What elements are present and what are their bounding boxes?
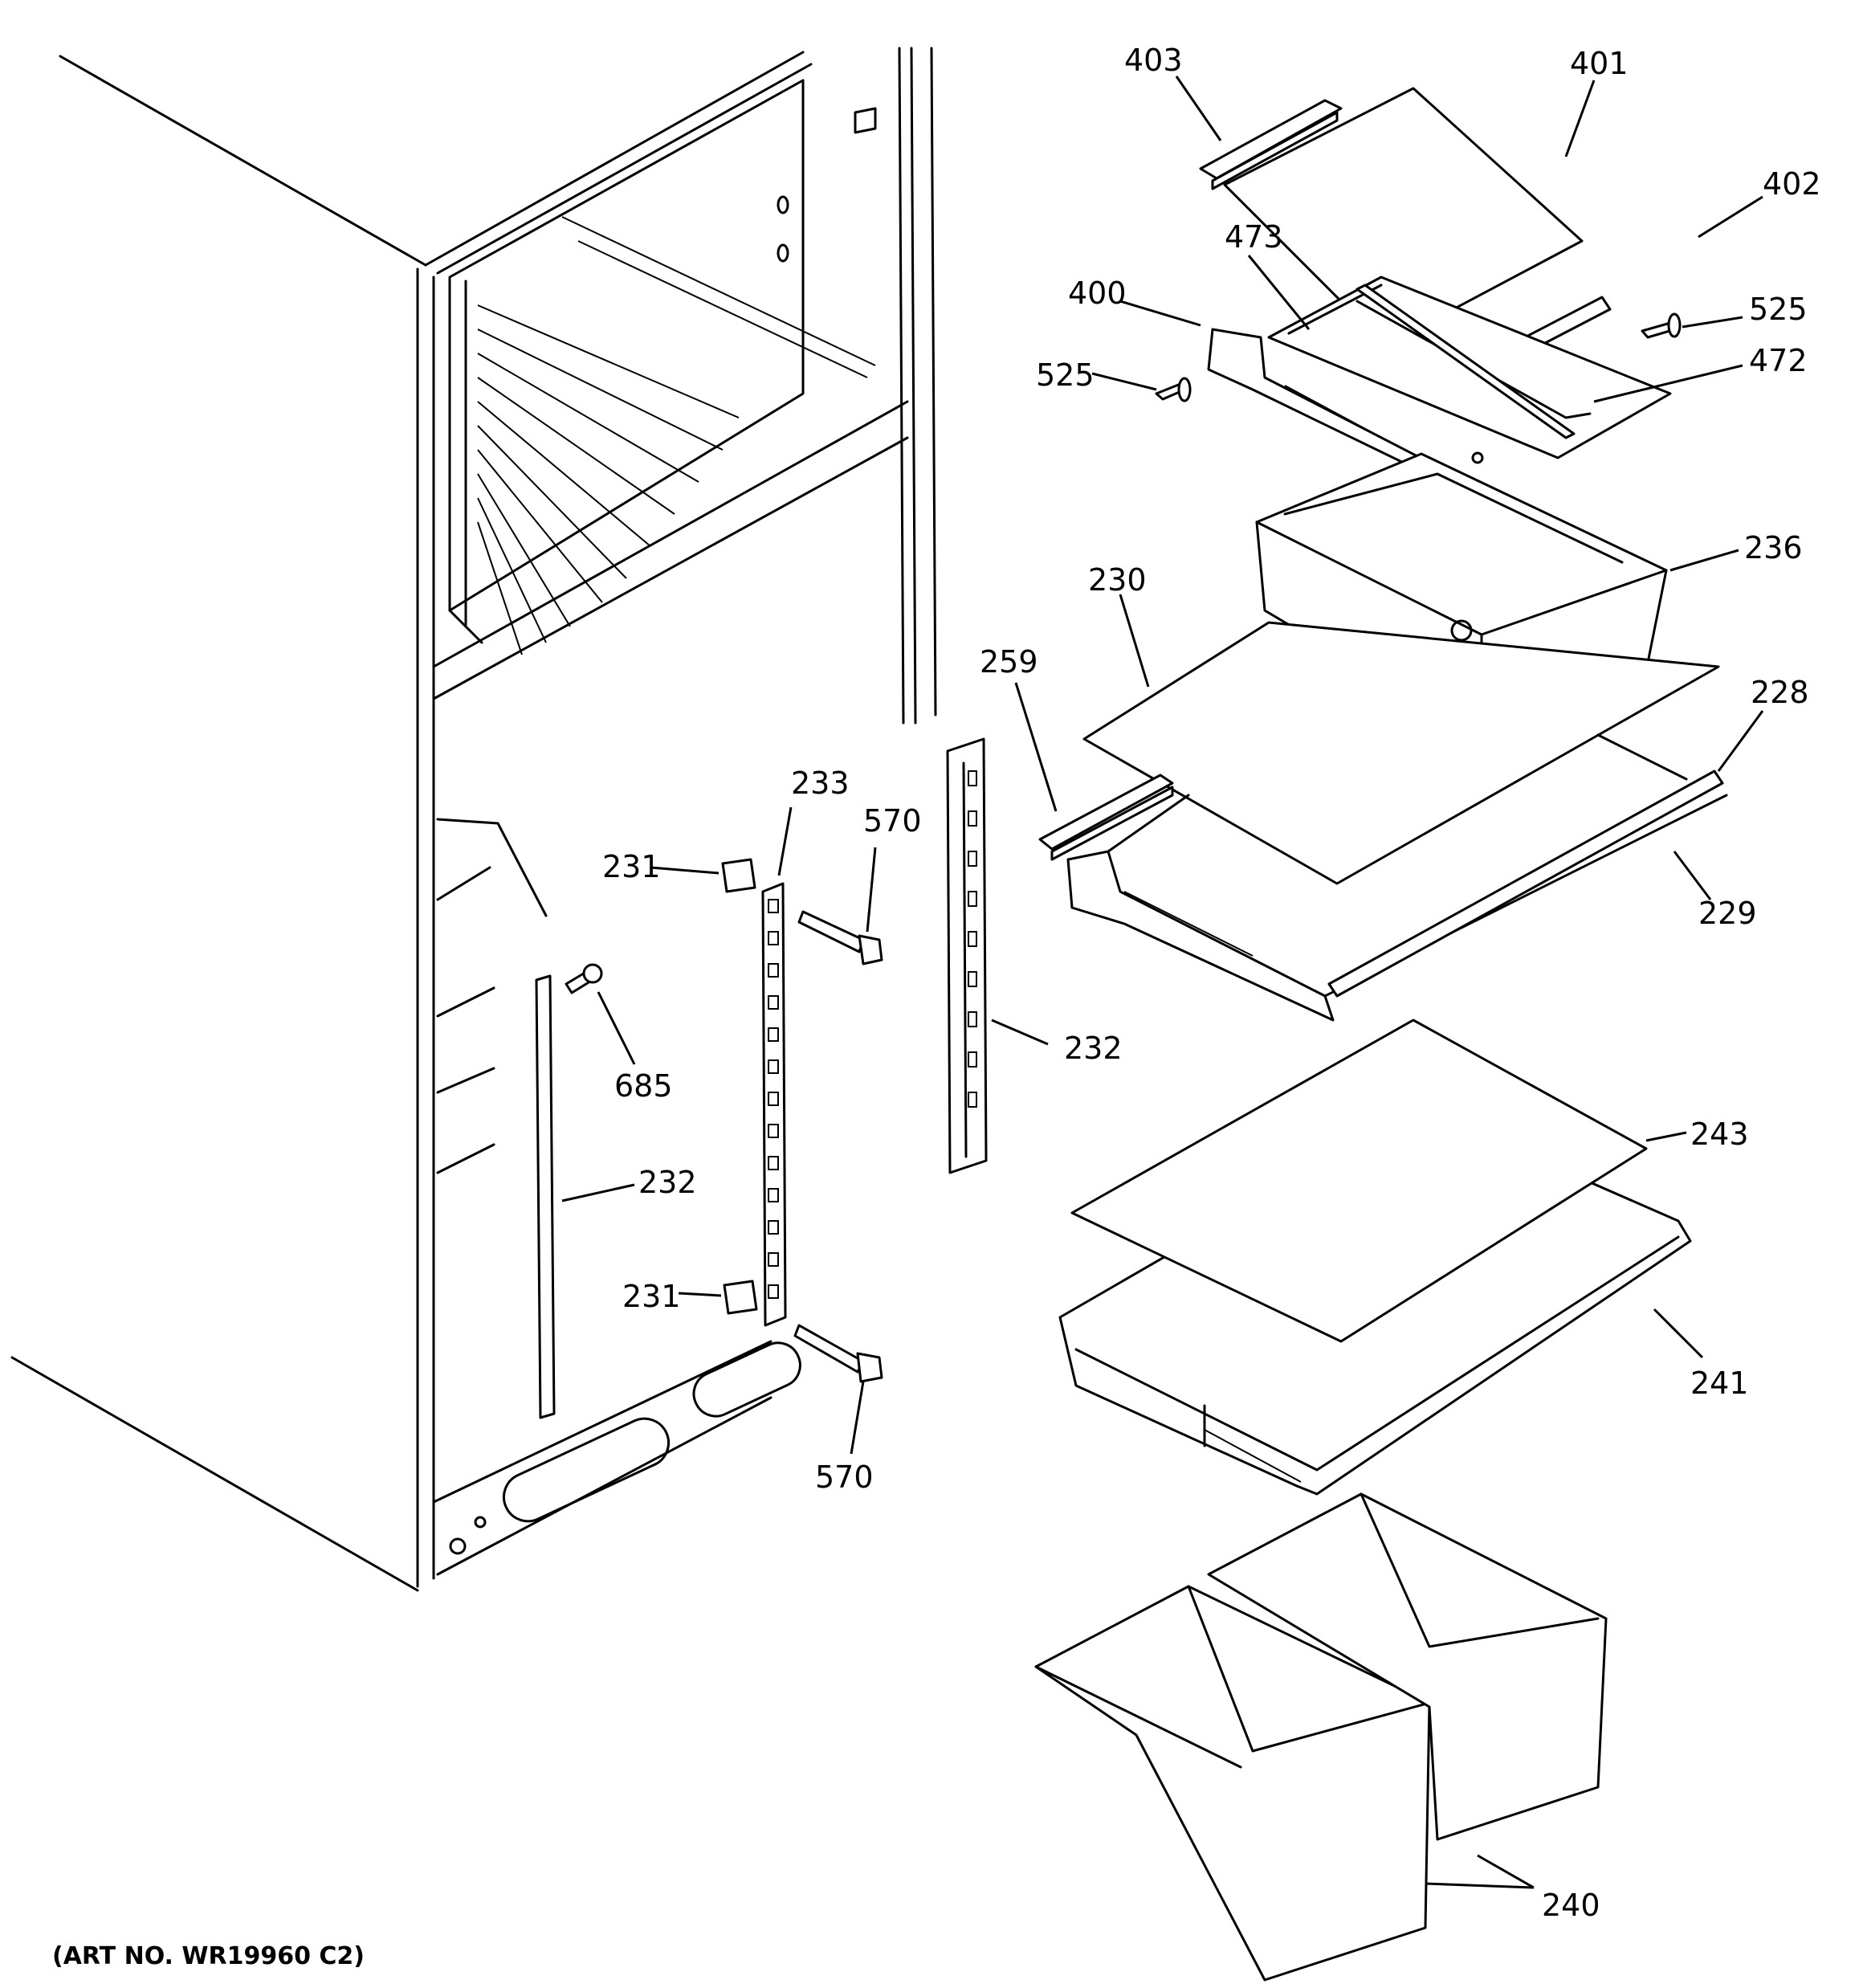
- shelf-trim-229: [1327, 769, 1724, 998]
- callout-473: 473: [1225, 219, 1283, 255]
- callout-525-left: 525: [1036, 357, 1095, 393]
- callout-232-right: 232: [1064, 1031, 1123, 1066]
- callout-241: 241: [1690, 1365, 1749, 1401]
- callout-403: 403: [1124, 43, 1183, 78]
- callout-230: 230: [1088, 562, 1147, 598]
- callout-233: 233: [791, 765, 850, 801]
- callout-402: 402: [1763, 166, 1821, 202]
- screw-570-upper: [797, 910, 883, 965]
- callout-401: 401: [1570, 46, 1629, 81]
- callout-400: 400: [1068, 276, 1127, 311]
- crisper-cover-glass-243: [1070, 1018, 1648, 1343]
- callout-243: 243: [1690, 1116, 1749, 1152]
- callout-240: 240: [1542, 1888, 1600, 1923]
- callout-231-upper: 231: [602, 849, 661, 884]
- screw-685: [565, 963, 603, 994]
- crisper-drawer-240-right: [1207, 1492, 1608, 1841]
- clip-231-upper: [721, 858, 756, 893]
- callout-228: 228: [1751, 675, 1809, 710]
- crisper-drawer-240-left: [1034, 1585, 1431, 1982]
- callout-570-lower: 570: [815, 1459, 874, 1495]
- shelf-trim-403: [1199, 99, 1343, 190]
- screw-570-lower: [793, 1324, 883, 1383]
- callout-472: 472: [1749, 343, 1808, 378]
- screw-525-left: [1155, 377, 1192, 402]
- shelf-glass-230: [1082, 621, 1720, 885]
- refrigerator-cabinet: [10, 47, 937, 1592]
- callout-231-lower: 231: [622, 1279, 681, 1314]
- shelf-glass-401: [1223, 87, 1584, 347]
- shelf-rail-232-right: [946, 737, 988, 1174]
- callout-570-upper: 570: [863, 803, 922, 839]
- shelf-trim-259: [1038, 774, 1174, 861]
- callout-labels: 403 401 402 473 400 525 525 472 236 230 …: [602, 43, 1821, 1923]
- shelf-rail-232-left: [535, 974, 556, 1419]
- screw-525-right: [1641, 312, 1682, 339]
- callout-685: 685: [614, 1068, 673, 1104]
- clip-231-lower: [723, 1280, 758, 1315]
- shelf-bracket-472: [1355, 284, 1576, 439]
- callout-236: 236: [1744, 530, 1803, 565]
- callout-525-right: 525: [1749, 292, 1808, 327]
- art-number: (ART NO. WR19960 C2): [52, 1942, 365, 1970]
- callout-232-left: 232: [638, 1165, 697, 1200]
- leader-lines: [561, 76, 1764, 1889]
- callout-229: 229: [1698, 896, 1757, 931]
- shelf-ladder-233: [761, 882, 787, 1327]
- callout-259: 259: [980, 644, 1038, 680]
